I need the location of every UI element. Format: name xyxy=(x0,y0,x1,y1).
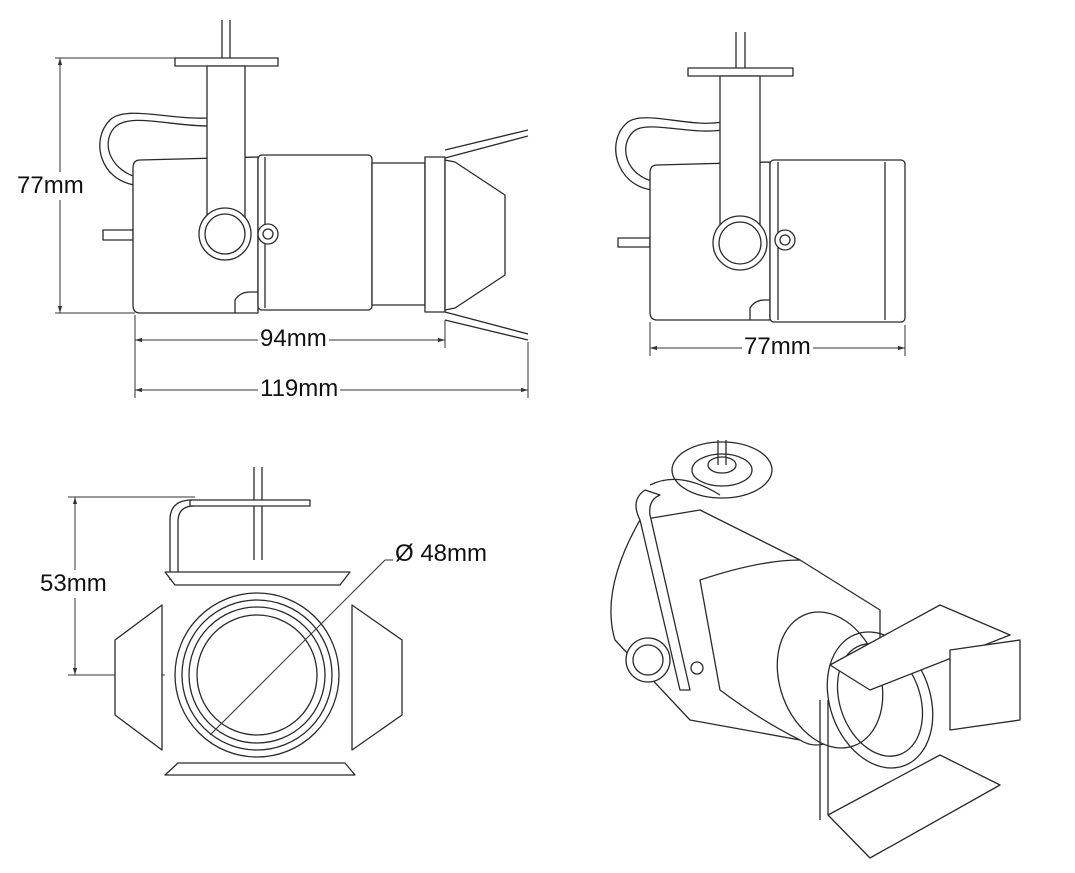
compact-view-length-label: 77mm xyxy=(742,333,813,361)
side-view xyxy=(55,20,529,398)
front-view-diameter-label: Ø 48mm xyxy=(393,540,490,568)
side-view-height-label: 77mm xyxy=(15,172,86,200)
front-view xyxy=(68,467,403,776)
side-view-length-full-label: 119mm xyxy=(258,375,341,403)
side-view-length-short-label: 94mm xyxy=(258,325,329,353)
isometric-view xyxy=(610,440,1021,859)
front-view-height-label: 53mm xyxy=(38,570,109,598)
side-view-compact xyxy=(615,32,906,356)
